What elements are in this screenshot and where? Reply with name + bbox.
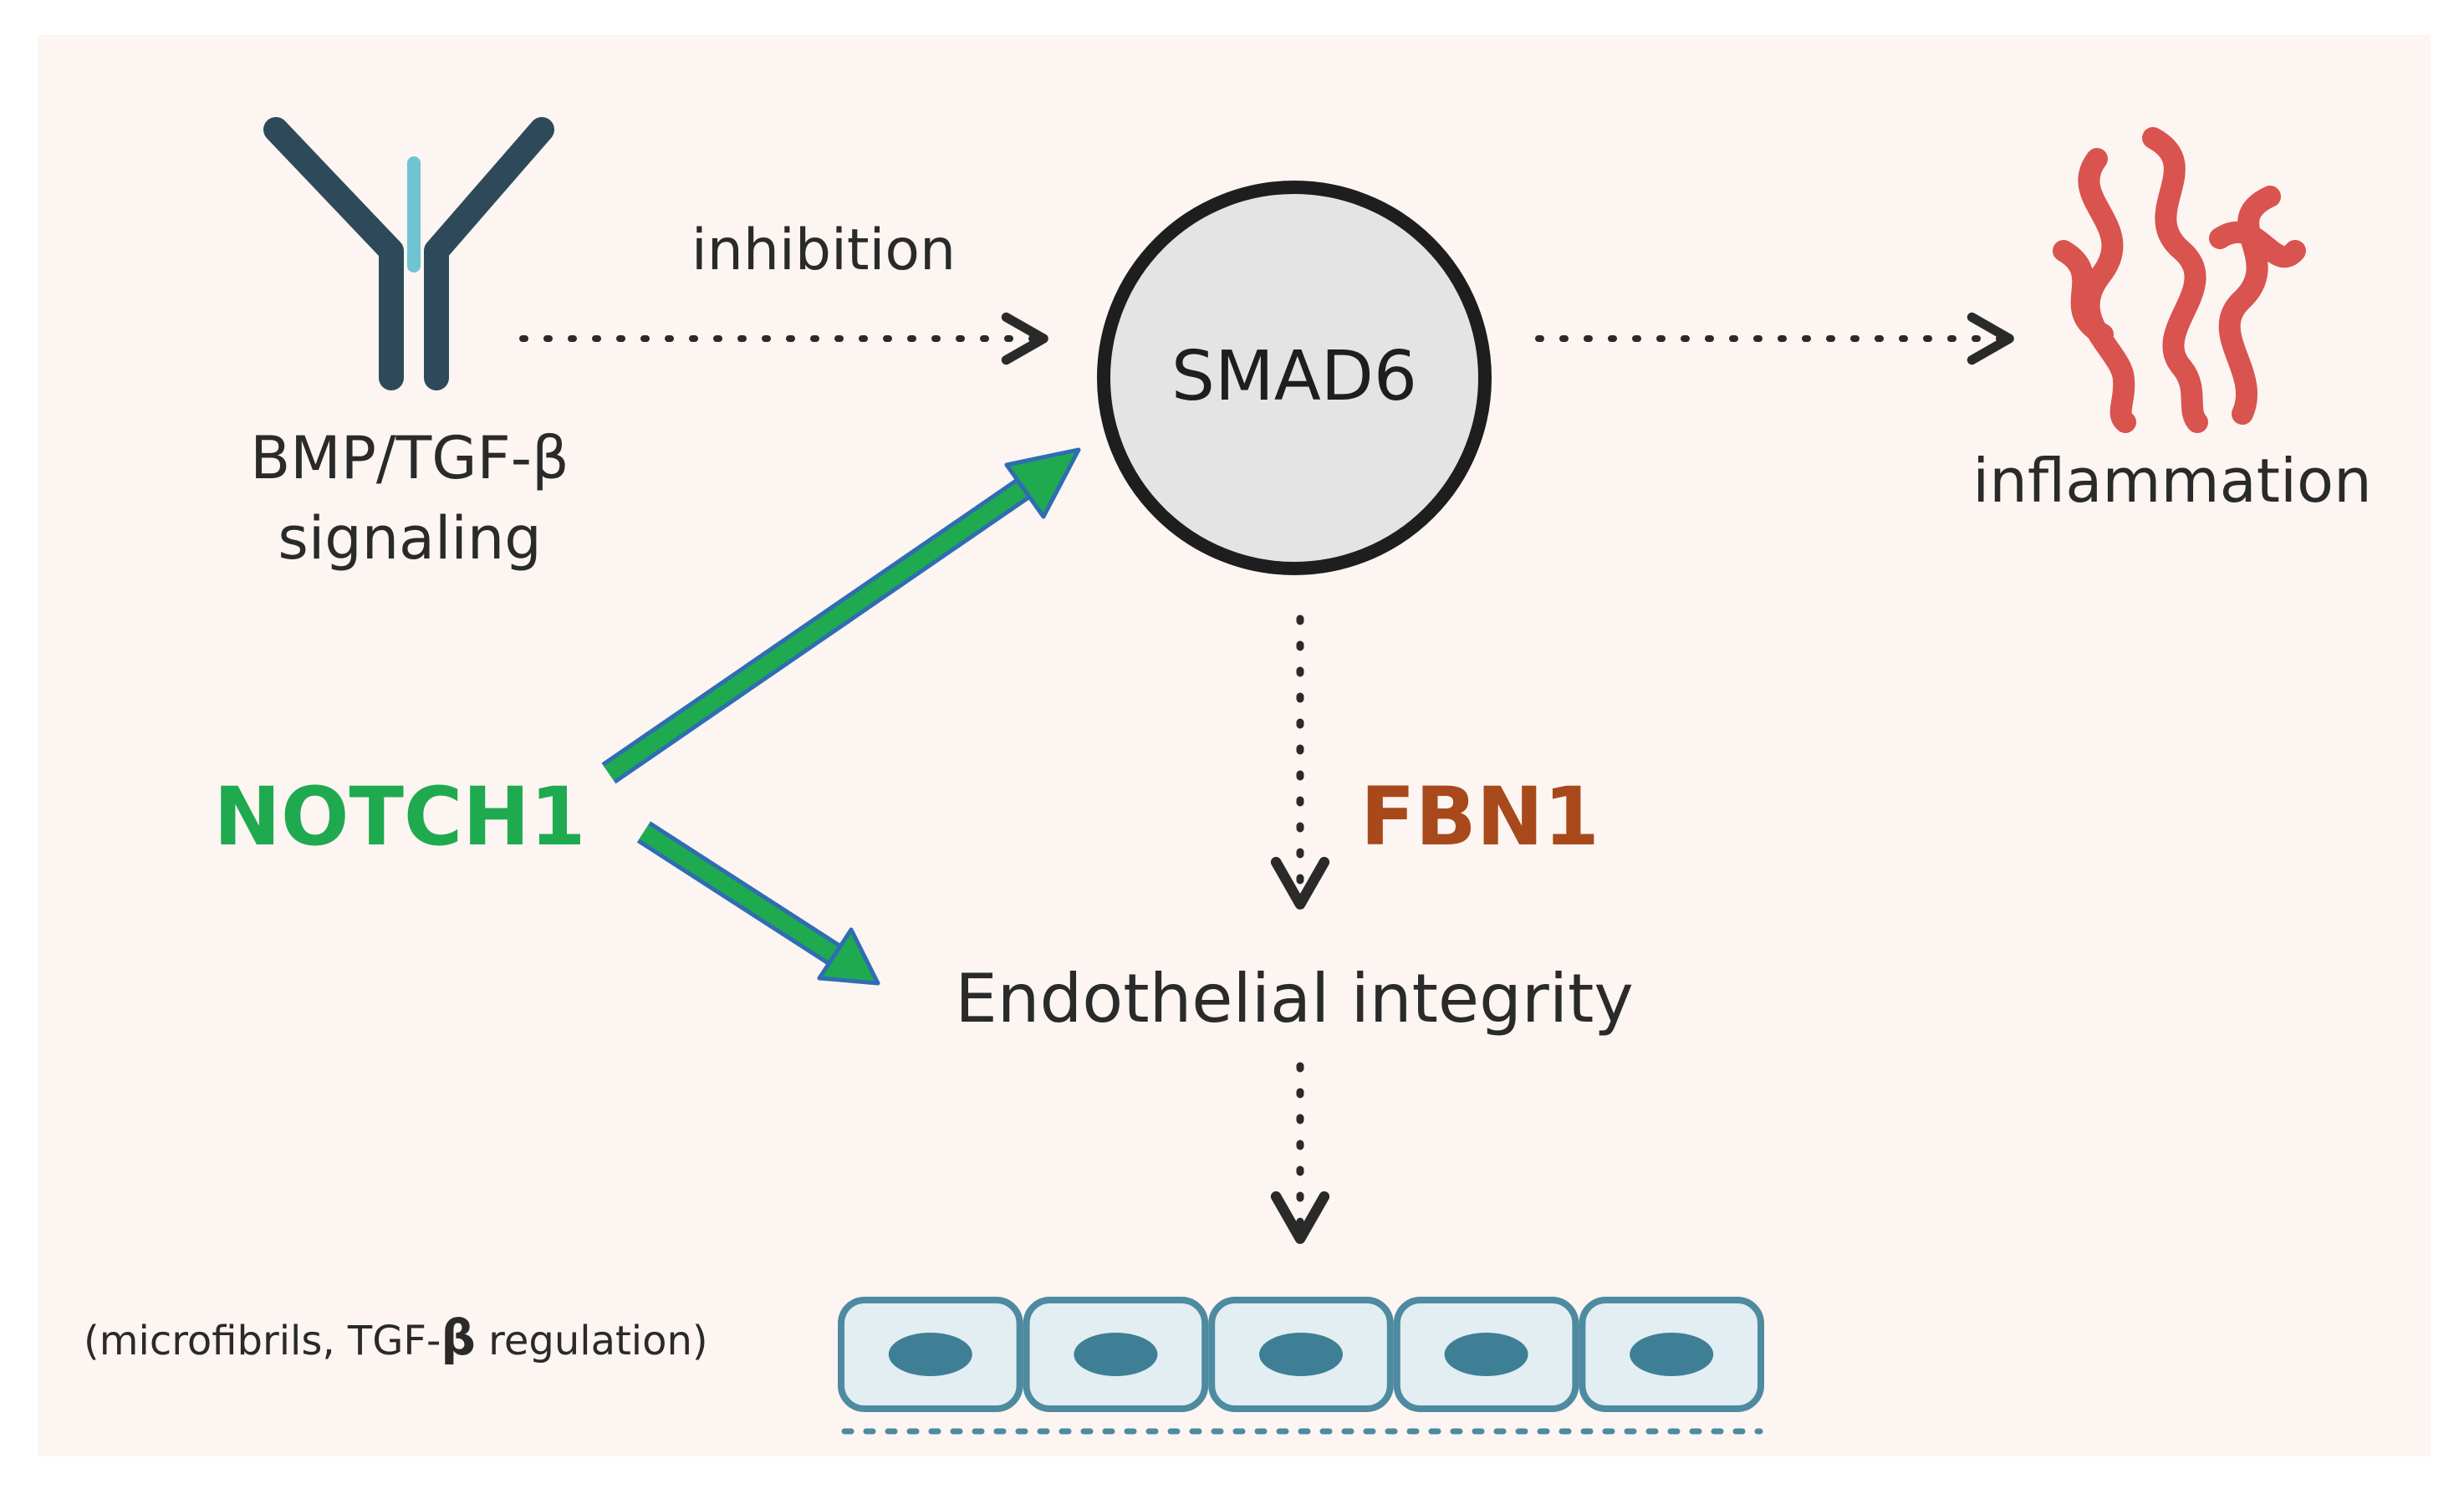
- cell-nucleus: [1444, 1333, 1528, 1376]
- cell-nucleus: [1630, 1333, 1714, 1376]
- fbn1-label: FBN1: [1360, 770, 1599, 864]
- notch1-to-smad6-arrow: [601, 447, 1081, 784]
- inflammation-label: inflammation: [1972, 446, 2371, 516]
- caption-suffix: regulation): [476, 1318, 708, 1364]
- endothelial-label: Endothelial integrity: [955, 960, 1634, 1038]
- cell-nucleus: [1074, 1333, 1158, 1376]
- notch1-label: NOTCH1: [213, 770, 585, 864]
- smad6-node: [1097, 181, 1492, 575]
- cell-nucleus: [1259, 1333, 1343, 1376]
- cell-nucleus: [888, 1333, 972, 1376]
- caption-beta: β: [441, 1309, 476, 1366]
- smad6-label: SMAD6: [1171, 337, 1417, 416]
- caption-prefix: (microfibrils, TGF-: [84, 1318, 441, 1364]
- receptor-label-line1: BMP/TGF-β: [250, 424, 569, 492]
- inhibition-label: inhibition: [691, 217, 956, 283]
- cell-layer-caption: (microfibrils, TGF-β regulation): [84, 1309, 708, 1366]
- endothelial-cell-layer: [838, 1297, 1765, 1412]
- notch1-to-endothelial-arrow: [636, 821, 880, 986]
- receptor-label-line2: signaling: [278, 504, 541, 573]
- inflammation-icon: [2053, 127, 2306, 433]
- receptor-icon: [263, 117, 554, 390]
